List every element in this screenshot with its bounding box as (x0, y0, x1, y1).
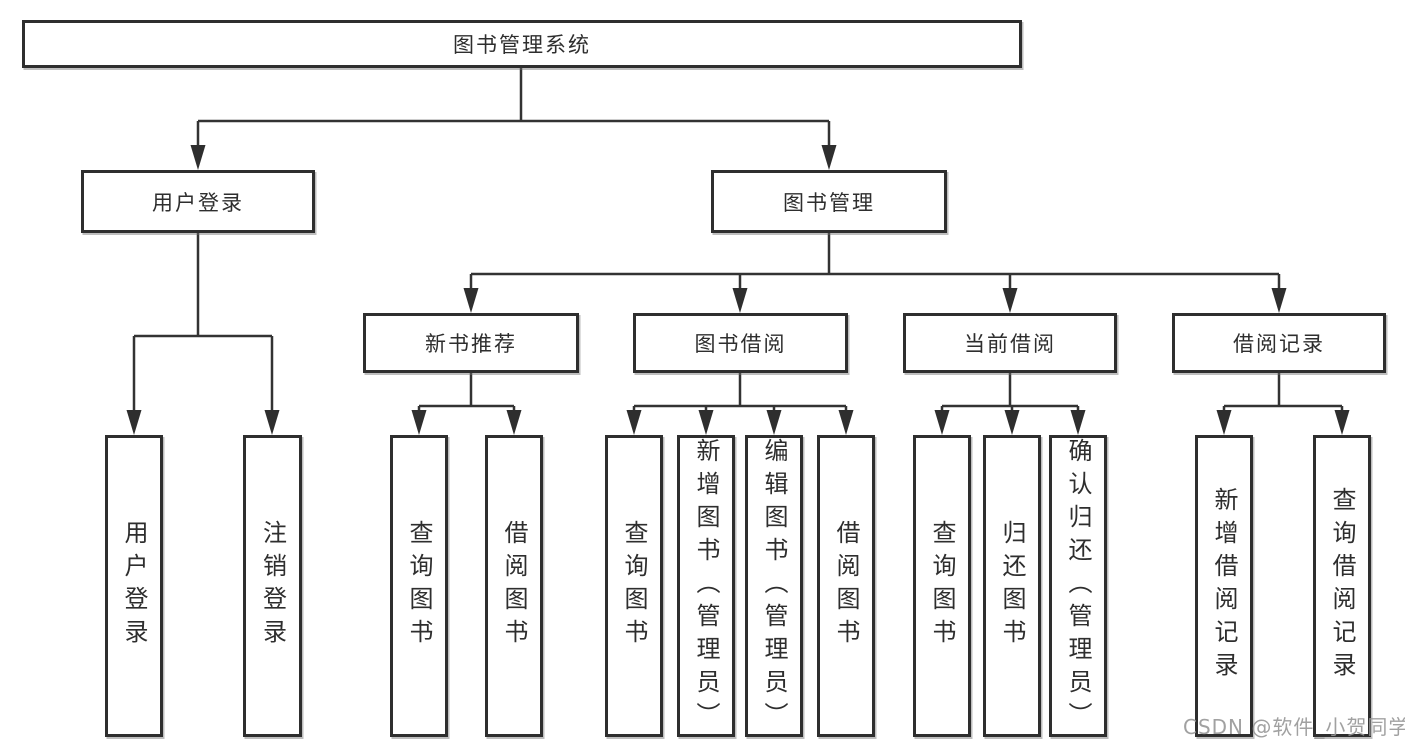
node-new-book-recommend-label: 新书推荐 (425, 332, 517, 356)
arrowhead (1004, 410, 1020, 435)
connector-new-book-children (411, 373, 522, 435)
connector-book-borrow-children (626, 373, 854, 435)
arrowhead (821, 145, 837, 170)
leaf-confirm-return-admin-label: 确认归还（管理员） (1064, 437, 1092, 735)
leaf-user-login: 用户登录 (105, 435, 163, 737)
node-borrow-records-label: 借阅记录 (1233, 332, 1325, 356)
node-borrow-records: 借阅记录 (1172, 313, 1386, 373)
connector-current-borrow-children (934, 373, 1086, 435)
leaf-borrow-books-1: 借阅图书 (485, 435, 543, 737)
arrowhead (732, 288, 748, 313)
arrowhead (411, 410, 427, 435)
leaf-query-borrow-record-label: 查询借阅记录 (1328, 487, 1356, 685)
arrowhead (506, 410, 522, 435)
arrowhead (463, 288, 479, 313)
arrowhead (190, 145, 206, 170)
leaf-confirm-return-admin: 确认归还（管理员） (1049, 435, 1107, 737)
arrowhead (838, 410, 854, 435)
leaf-edit-book-admin-label: 编辑图书（管理员） (760, 437, 788, 735)
arrowhead (934, 410, 950, 435)
node-book-borrow-label: 图书借阅 (694, 332, 787, 356)
node-new-book-recommend: 新书推荐 (363, 313, 579, 373)
leaf-query-books-2: 查询图书 (605, 435, 663, 737)
connector-book-mgmt-to-level3 (463, 233, 1287, 313)
leaf-query-books-3-label: 查询图书 (928, 520, 956, 652)
leaf-add-borrow-record-label: 新增借阅记录 (1210, 487, 1238, 685)
leaf-borrow-books-2-label: 借阅图书 (832, 520, 860, 652)
leaf-return-book-label: 归还图书 (998, 520, 1026, 652)
leaf-query-books-2-label: 查询图书 (620, 520, 648, 652)
arrowhead (264, 410, 280, 435)
arrowhead (698, 410, 714, 435)
leaf-query-books-1-label: 查询图书 (405, 520, 433, 652)
csdn-watermark: CSDN @软件_小贺同学 (1183, 715, 1405, 739)
node-book-management: 图书管理 (711, 170, 947, 233)
leaf-user-login-label: 用户登录 (120, 520, 148, 652)
arrowhead (1334, 410, 1350, 435)
leaf-edit-book-admin: 编辑图书（管理员） (745, 435, 803, 737)
node-root-system: 图书管理系统 (22, 20, 1022, 68)
node-current-borrow: 当前借阅 (903, 313, 1117, 373)
arrowhead (626, 410, 642, 435)
leaf-add-borrow-record: 新增借阅记录 (1195, 435, 1253, 737)
arrowhead (1271, 288, 1287, 313)
connector-user-login-children (126, 233, 280, 435)
node-user-login-label: 用户登录 (152, 190, 244, 215)
arrowhead (1216, 410, 1232, 435)
arrowhead (1002, 288, 1018, 313)
leaf-return-book: 归还图书 (983, 435, 1041, 737)
connector-root-to-level2 (190, 68, 837, 170)
leaf-query-books-3: 查询图书 (913, 435, 971, 737)
node-current-borrow-label: 当前借阅 (964, 332, 1056, 356)
leaf-borrow-books-2: 借阅图书 (817, 435, 875, 737)
node-book-borrow: 图书借阅 (633, 313, 848, 373)
leaf-query-books-1: 查询图书 (390, 435, 448, 737)
leaf-add-book-admin-label: 新增图书（管理员） (692, 437, 720, 735)
connector-borrow-records-children (1216, 373, 1350, 435)
node-root-label: 图书管理系统 (453, 33, 591, 57)
leaf-add-book-admin: 新增图书（管理员） (677, 435, 735, 737)
leaf-logout-label: 注销登录 (258, 520, 287, 652)
arrowhead (1070, 410, 1086, 435)
node-user-login: 用户登录 (81, 170, 315, 233)
arrowhead (766, 410, 782, 435)
leaf-query-borrow-record: 查询借阅记录 (1313, 435, 1371, 737)
node-book-management-label: 图书管理 (783, 190, 875, 215)
leaf-borrow-books-1-label: 借阅图书 (500, 520, 528, 652)
arrowhead (126, 410, 142, 435)
leaf-logout: 注销登录 (243, 435, 302, 737)
